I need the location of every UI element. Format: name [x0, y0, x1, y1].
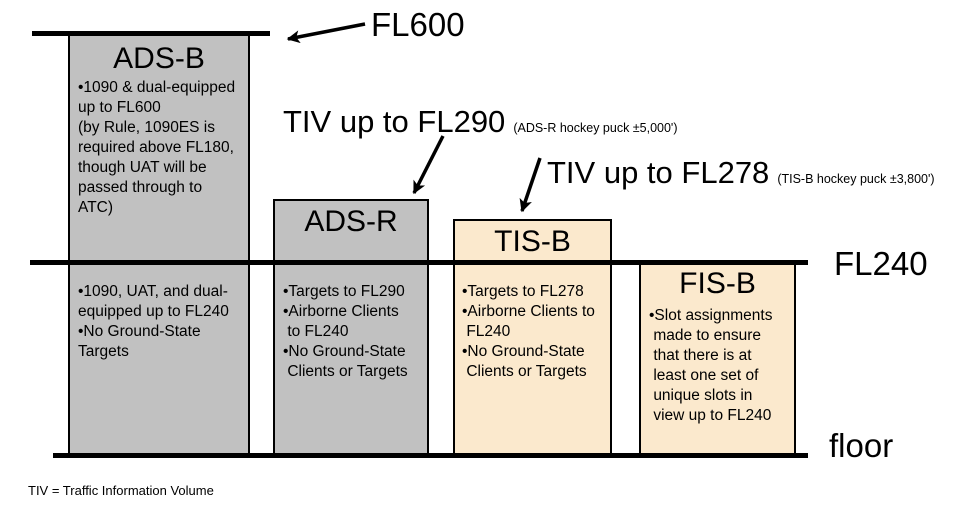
ads-b-upper-text: •1090 & dual-equipped up to FL600 (by Ru… [78, 79, 236, 216]
tiv-fl278-arrow [519, 157, 542, 213]
ads-b-bar: ADS-B •1090 & dual-equipped up to FL600 … [68, 33, 250, 457]
fis-b-title: FIS-B [679, 267, 756, 300]
fl240-label: FL240 [834, 245, 928, 282]
tiv-fl278-annotation: TIV up to FL278 (TIS-B hockey puck ±3,800… [547, 155, 935, 191]
tiv-fl290-arrow [412, 135, 445, 195]
ads-r-bar: ADS-R •Targets to FL290 •Airborne Client… [273, 199, 429, 457]
tiv-legend: TIV = Traffic Information Volume [28, 483, 214, 498]
ads-b-title: ADS-B [113, 42, 205, 75]
fl600-arrow [286, 22, 366, 44]
tiv-fl290-note: (ADS-R hockey puck ±5,000') [513, 121, 678, 135]
tis-b-bar: TIS-B •Targets to FL278 •Airborne Client… [453, 219, 612, 457]
ads-r-body-text: •Targets to FL290 •Airborne Clients to F… [283, 283, 408, 380]
tis-b-body-text: •Targets to FL278 •Airborne Clients to F… [462, 283, 595, 380]
fis-b-body-text: •Slot assignments made to ensure that th… [649, 307, 773, 424]
ads-r-title: ADS-R [304, 205, 398, 238]
tiv-fl290-annotation: TIV up to FL290 (ADS-R hockey puck ±5,000… [283, 104, 678, 140]
tis-b-title: TIS-B [494, 225, 571, 258]
fl240-line [30, 260, 808, 265]
ads-b-lower-text: •1090, UAT, and dual- equipped up to FL2… [78, 283, 229, 360]
floor-line [53, 453, 808, 458]
fis-b-bar: FIS-B •Slot assignments made to ensure t… [639, 262, 796, 457]
floor-label: floor [829, 427, 894, 464]
tiv-fl278-note: (TIS-B hockey puck ±3,800') [777, 172, 935, 186]
fl600-line [32, 31, 270, 36]
tiv-fl290-label: TIV up to FL290 [283, 104, 506, 139]
tiv-fl278-label: TIV up to FL278 [547, 155, 770, 190]
fl600-label: FL600 [371, 6, 465, 43]
